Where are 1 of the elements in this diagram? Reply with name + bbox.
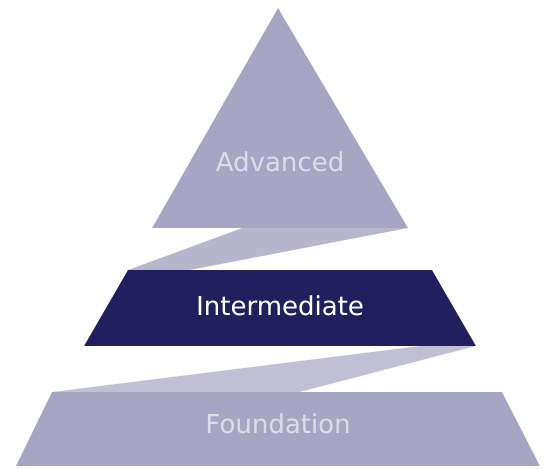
tier-label: Intermediate <box>196 292 364 322</box>
